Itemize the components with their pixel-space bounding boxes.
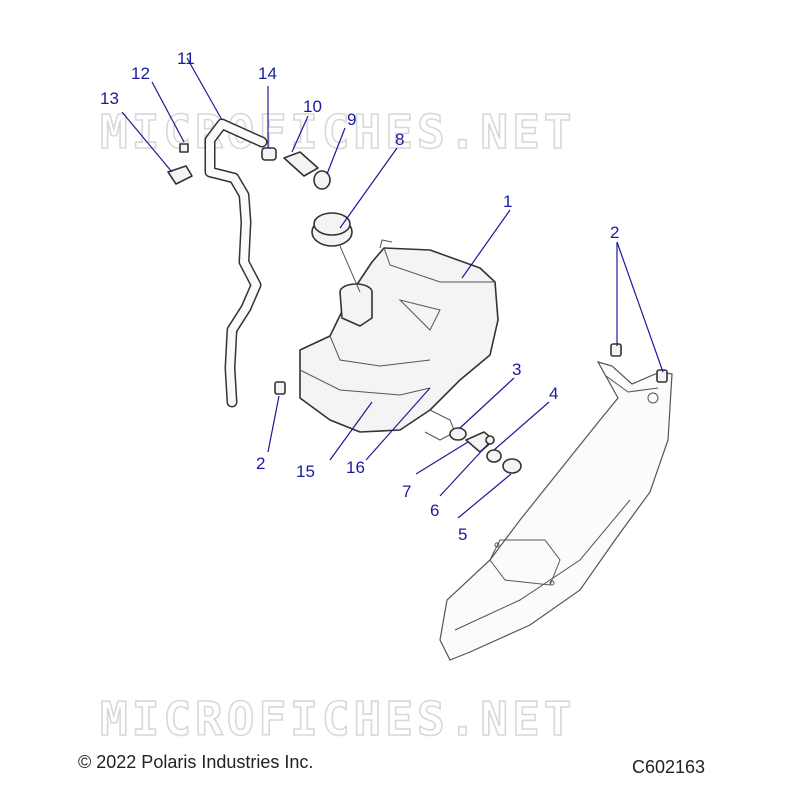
callout-14: 14 bbox=[258, 64, 277, 83]
callout-8: 8 bbox=[395, 130, 404, 149]
watermark-bottom: MICROFICHES.NET bbox=[100, 692, 575, 746]
callout-12: 12 bbox=[131, 64, 150, 83]
clip-13 bbox=[167, 165, 193, 185]
dipstick-cap bbox=[311, 212, 361, 293]
screw-12 bbox=[179, 143, 189, 153]
callout-16: 16 bbox=[346, 458, 365, 477]
bolt-2-left bbox=[274, 381, 286, 395]
figure-code: C602163 bbox=[632, 757, 706, 777]
plug-5 bbox=[502, 458, 522, 474]
copyright-notice: © 2022 Polaris Industries Inc. bbox=[78, 752, 314, 772]
callout-10: 10 bbox=[303, 97, 322, 116]
callout-15: 15 bbox=[296, 462, 315, 481]
grommet-9 bbox=[313, 170, 331, 190]
callout-13: 13 bbox=[100, 89, 119, 108]
callout-4: 4 bbox=[549, 384, 558, 403]
o-ring-4 bbox=[486, 449, 502, 463]
callout-7: 7 bbox=[402, 482, 411, 501]
oil-tank bbox=[299, 239, 499, 441]
washer-6 bbox=[485, 435, 495, 445]
skid-plate bbox=[439, 361, 673, 661]
callout-3: 3 bbox=[512, 360, 521, 379]
callout-2-right: 2 bbox=[610, 223, 619, 242]
callout-9: 9 bbox=[347, 110, 356, 129]
callout-5: 5 bbox=[458, 525, 467, 544]
callout-1: 1 bbox=[503, 192, 512, 211]
o-ring-3 bbox=[449, 427, 467, 441]
callout-11: 11 bbox=[177, 49, 195, 68]
clamp-14 bbox=[261, 147, 277, 161]
callout-6: 6 bbox=[430, 501, 439, 520]
filler-neck bbox=[339, 283, 373, 327]
fitting-10 bbox=[283, 151, 319, 177]
bolt-2-right-b bbox=[656, 369, 668, 383]
callout-2-left: 2 bbox=[256, 454, 265, 473]
watermark-top: MICROFICHES.NET bbox=[100, 105, 575, 159]
vent-hose bbox=[204, 118, 268, 408]
bolt-2-right-a bbox=[610, 343, 622, 357]
